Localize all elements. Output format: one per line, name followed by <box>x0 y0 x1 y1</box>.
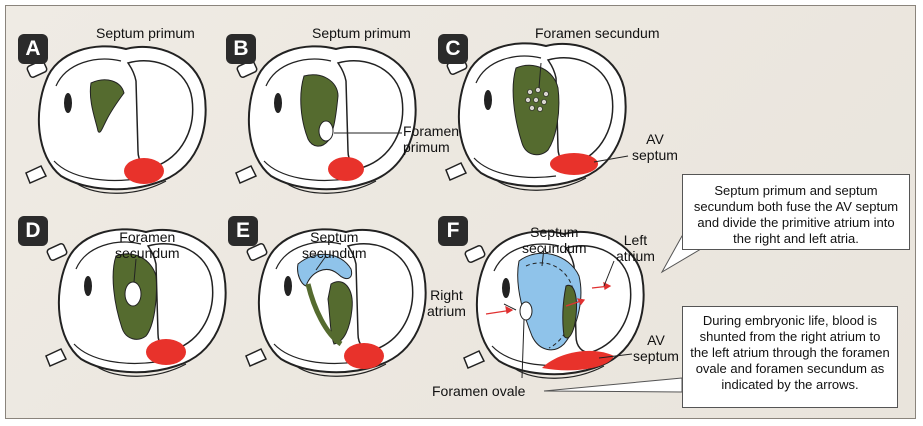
label-c-av-septum: AV septum <box>632 131 678 163</box>
panel-badge-b: B <box>226 34 256 64</box>
panel-badge-f: F <box>438 216 468 246</box>
panel-badge-a: A <box>18 34 48 64</box>
label-a-septum-primum: Septum primum <box>96 25 195 41</box>
label-f-av-septum: AV septum <box>633 332 679 364</box>
label-f-septum-secundum: Septum secundum <box>522 224 587 256</box>
septum-primum-f <box>562 284 577 339</box>
foramen-ovale-hole <box>519 301 533 321</box>
septum-primum-c <box>512 64 560 156</box>
label-e-septum-secundum: Septum secundum <box>302 229 367 261</box>
panel-badge-e: E <box>228 216 258 246</box>
label-f-foramen-ovale: Foramen ovale <box>432 383 526 399</box>
heart-c <box>445 42 629 192</box>
av-septum-e <box>344 343 384 369</box>
av-septum-b <box>328 157 364 181</box>
septum-primum-e <box>327 281 353 345</box>
label-b-septum-primum: Septum primum <box>312 25 411 41</box>
foramen-secundum-perforations <box>525 87 549 112</box>
label-d-foramen-secundum: Foramen secundum <box>115 229 180 261</box>
heart-d <box>45 228 227 378</box>
label-b-foramen-primum: Foramen primum <box>403 123 460 155</box>
av-septum-f <box>542 350 614 371</box>
panel-badge-c: C <box>438 34 468 64</box>
heart-a <box>25 45 207 195</box>
blood-flow-arrows <box>485 281 612 315</box>
av-septum-d <box>146 339 186 365</box>
diagram-figure: A B C D E F Septum primum Septum primum … <box>5 5 916 419</box>
heart-e <box>245 228 427 378</box>
septum-primum-a <box>89 79 125 133</box>
label-f-left-atrium: Left atrium <box>616 232 655 264</box>
foramen-primum-hole <box>318 120 334 142</box>
note-septa-fusion: Septum primum and septum secundum both f… <box>682 174 910 250</box>
av-septum-a <box>124 158 164 184</box>
label-c-foramen-secundum: Foramen secundum <box>535 25 660 41</box>
heart-b <box>235 45 417 195</box>
panel-badge-d: D <box>18 216 48 246</box>
label-f-right-atrium: Right atrium <box>427 287 466 319</box>
heart-f <box>463 230 645 380</box>
note-blood-shunt: During embryonic life, blood is shunted … <box>682 306 898 408</box>
septum-secundum-e <box>297 253 353 287</box>
foramen-secundum-hole-d <box>124 281 142 307</box>
av-septum-c <box>550 153 598 175</box>
